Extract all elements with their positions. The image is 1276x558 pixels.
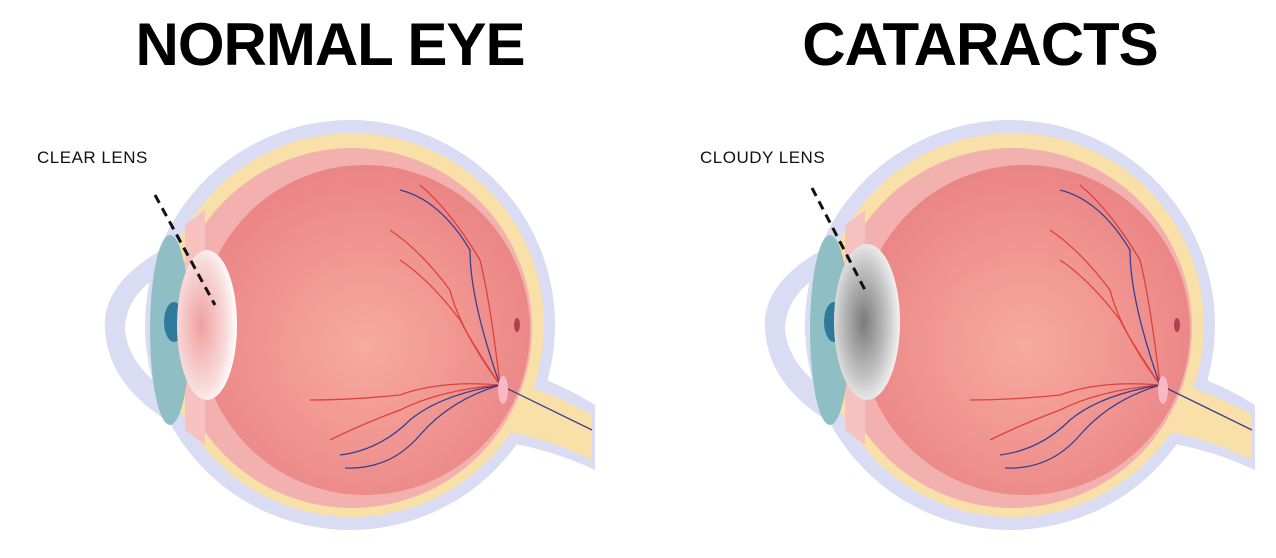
clear-lens-pointer bbox=[153, 194, 217, 306]
cataracts-title: CATARACTS bbox=[802, 11, 1158, 78]
clear-lens-label: CLEAR LENS bbox=[37, 148, 148, 167]
normal-eye-title: NORMAL EYE bbox=[135, 11, 526, 78]
cloudy-lens-label: CLOUDY LENS bbox=[700, 148, 826, 167]
cloudy-lens-pointer bbox=[810, 187, 867, 291]
cloudy-lens bbox=[834, 244, 900, 400]
clear-lens bbox=[177, 250, 237, 400]
